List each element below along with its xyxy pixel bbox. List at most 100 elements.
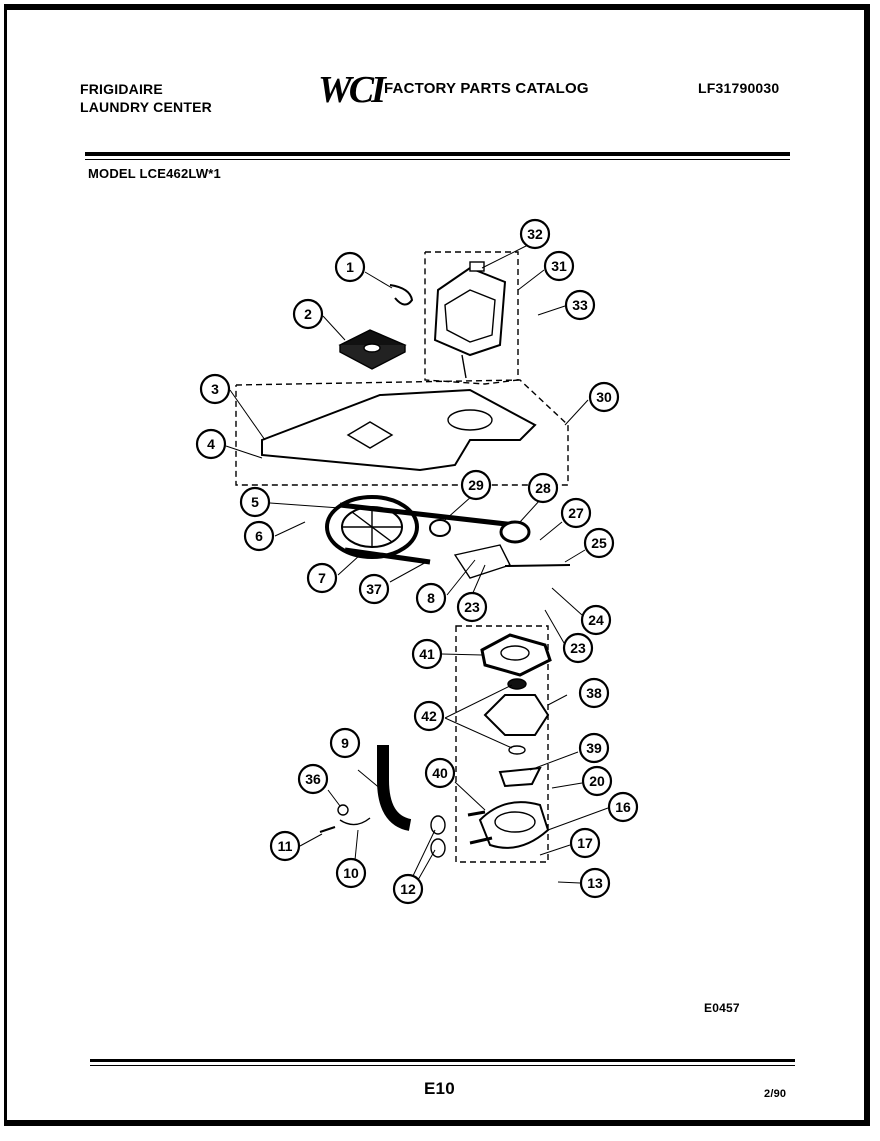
pump-body-inner [494,811,536,833]
callout-circle [239,486,271,518]
callout-8: 8 [415,582,447,614]
callout-number: 29 [468,477,484,493]
callout-circle [413,700,445,732]
callout-32: 32 [519,218,551,250]
callout-number: 5 [251,494,259,510]
callout-circle [195,428,227,460]
parts-drawing [225,244,609,884]
callout-circle [243,520,275,552]
base-dashed-box [235,379,569,486]
callout-39: 39 [578,732,610,764]
catalog-title: FACTORY PARTS CATALOG [384,80,589,97]
callout-circle [543,250,575,282]
clip-36 [337,804,349,816]
header-rule [85,152,790,156]
callout-37: 37 [358,573,390,605]
callout-number: 37 [366,581,382,597]
callout-number: 3 [211,381,219,397]
pump-dashed-box [455,625,549,863]
callout-circle [334,251,366,283]
pulley-spoke-3 [351,511,393,543]
pump-body [478,801,550,849]
brand-line-2: LAUNDRY CENTER [80,99,212,115]
document-number: LF31790030 [698,80,780,96]
callout-number: 40 [432,765,448,781]
figure-code: E0457 [704,1001,740,1015]
seal-ring-top [507,678,527,690]
callout-number: 4 [207,436,215,452]
callout-40: 40 [424,757,456,789]
callout-7: 7 [306,562,338,594]
callout-number: 6 [255,528,263,544]
drain-hose [377,745,412,831]
callout-number: 38 [586,685,602,701]
callout-number: 20 [589,773,605,789]
callout-2: 2 [292,298,324,330]
callout-16: 16 [607,791,639,823]
callout-number: 13 [587,875,603,891]
callout-38: 38 [578,677,610,709]
callout-circle [580,604,612,636]
drive-belt [339,502,516,565]
isolator-block-side [339,345,406,370]
callout-23: 23 [562,632,594,664]
callout-number: 41 [419,646,435,662]
callout-circle [583,527,615,559]
callout-28: 28 [527,472,559,504]
callout-number: 9 [341,735,349,751]
page-number: E10 [424,1079,455,1098]
callout-31: 31 [543,250,575,282]
brand-block: FRIGIDAIRE LAUNDRY CENTER [80,80,212,116]
pump-cover-center [500,645,530,661]
callout-circle [581,765,613,797]
callout-27: 27 [560,497,592,529]
callout-3: 3 [199,373,231,405]
wci-logo: WCI [318,69,386,111]
pump-cover [480,633,552,677]
callout-circle [415,582,447,614]
callout-circle [199,373,231,405]
callout-circle [607,791,639,823]
callout-circle [564,289,596,321]
callout-circle [579,867,611,899]
callout-circle [335,857,367,889]
callout-36: 36 [297,763,329,795]
motor-shaft [461,354,467,379]
callout-number: 33 [572,297,588,313]
callout-circle [578,677,610,709]
callout-20: 20 [581,765,613,797]
hose-clamp-upper [430,815,446,835]
callout-circle [578,732,610,764]
callout-circle [411,638,443,670]
callout-circle [292,298,324,330]
callout-number: 23 [464,599,480,615]
header-rule-thin [85,159,790,160]
callout-10: 10 [335,857,367,889]
print-date: 2/90 [764,1088,787,1100]
bracket [453,544,511,579]
callout-number: 25 [591,535,607,551]
footer-rule-thin [90,1065,795,1066]
hose-clamp-lower [430,838,446,858]
callout-number: 27 [568,505,584,521]
callout-circle [297,763,329,795]
callout-number: 17 [577,835,593,851]
callout-circle [392,873,424,905]
rod [504,564,571,567]
callout-13: 13 [579,867,611,899]
screw-11 [319,826,336,833]
footer-rule [90,1059,795,1062]
motor-connector [469,261,485,272]
callout-29: 29 [460,469,492,501]
pump-gasket [483,694,550,736]
callout-5: 5 [239,486,271,518]
callout-circle [358,573,390,605]
callout-number: 1 [346,259,354,275]
callout-30: 30 [588,381,620,413]
seal-ring-mid [508,745,526,755]
callout-number: 39 [586,740,602,756]
pump-impeller [498,766,542,788]
callout-circle [562,632,594,664]
